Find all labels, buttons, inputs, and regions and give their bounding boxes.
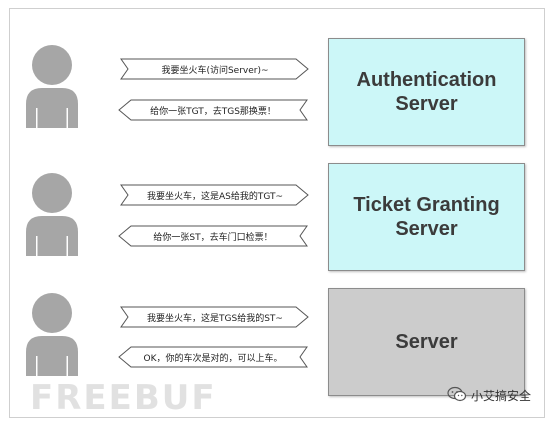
response-text-3: OK，你的车次是对的，可以上车。: [143, 353, 283, 364]
server-box: Server: [328, 288, 525, 396]
wechat-account-name: 小艾搞安全: [471, 389, 532, 403]
user-person-icon-1: [22, 44, 82, 134]
request-text-2: 我要坐火车，这是AS给我的TGT~: [146, 191, 284, 202]
authentication-server-line2: Server: [395, 93, 458, 115]
response-arrow-2: 给你一张ST，去车门口检票！: [118, 225, 308, 247]
authentication-server-line1: Authentication: [356, 69, 497, 91]
response-arrow-3: OK，你的车次是对的，可以上车。: [118, 346, 308, 368]
response-arrow-1: 给你一张TGT，去TGS那换票！: [118, 99, 308, 121]
ticket-granting-server-line2: Server: [395, 218, 458, 240]
freebuf-watermark: FREEBUF: [30, 378, 217, 418]
wechat-account-label: 小艾搞安全: [447, 386, 531, 405]
ticket-granting-server-box: Ticket Granting Server: [328, 163, 525, 271]
user-person-icon-3: [22, 292, 82, 382]
request-arrow-1: 我要坐火车(访问Server)~: [120, 58, 310, 80]
user-person-icon-2: [22, 172, 82, 262]
wechat-icon: [447, 386, 467, 405]
request-arrow-3: 我要坐火车，这是TGS给我的ST~: [120, 306, 310, 328]
server-line1: Server: [395, 331, 458, 353]
request-text-1: 我要坐火车(访问Server)~: [161, 65, 269, 76]
request-text-3: 我要坐火车，这是TGS给我的ST~: [147, 313, 283, 324]
authentication-server-box: Authentication Server: [328, 38, 525, 146]
response-text-2: 给你一张ST，去车门口检票！: [153, 232, 273, 243]
request-arrow-2: 我要坐火车，这是AS给我的TGT~: [120, 184, 310, 206]
response-text-1: 给你一张TGT，去TGS那换票！: [150, 106, 276, 117]
ticket-granting-server-line1: Ticket Granting: [353, 194, 500, 216]
